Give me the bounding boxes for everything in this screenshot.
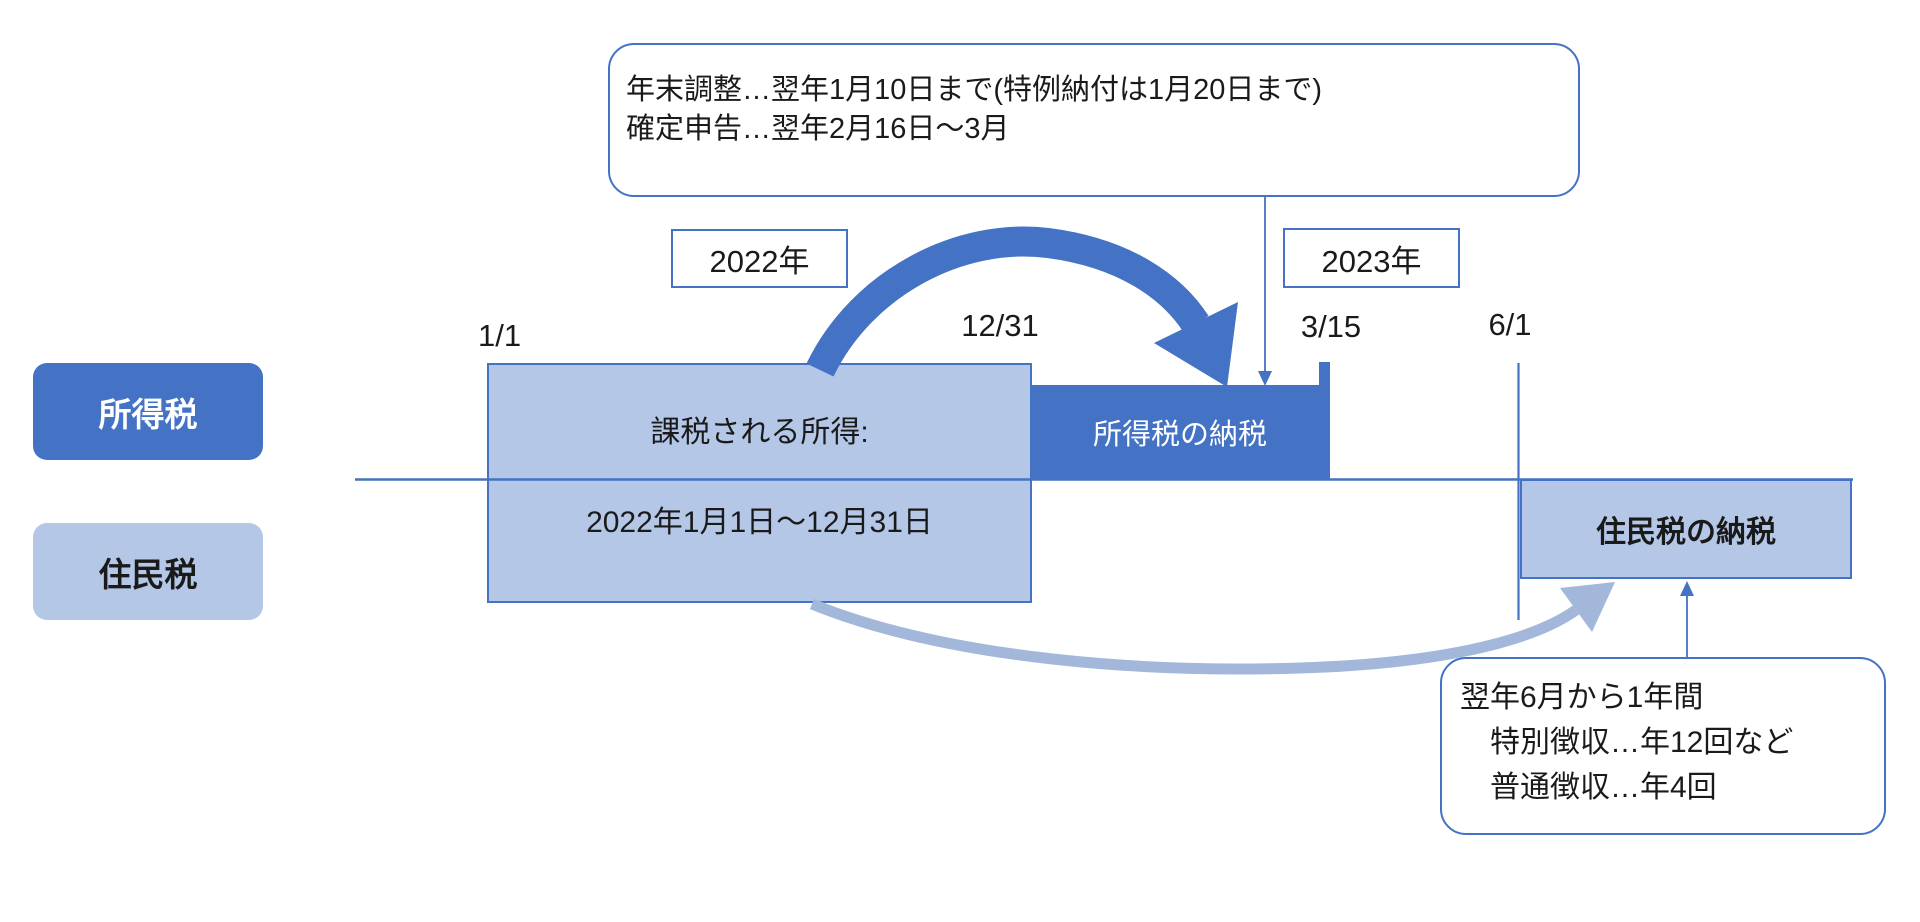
ordinary-collection-line: 普通徴収…年4回 (1460, 771, 1717, 804)
resident-tax-curved-arrow (809, 598, 1580, 675)
tick-label-jun1: 6/1 (1488, 307, 1532, 342)
year-badge-2022-label: 2022年 (709, 244, 810, 279)
special-collection-line: 特別徴収…年12回など (1460, 726, 1794, 759)
taxable-income-period: 2022年1月1日〜12月31日 (586, 506, 933, 539)
resident-tax-payment-box: 住民税の納税 (1520, 479, 1852, 579)
resident-tax-payment-label: 住民税の納税 (1596, 516, 1776, 549)
tick-label-mar15: 3/15 (1300, 309, 1362, 344)
income-tax-curved-arrow-head (1154, 302, 1238, 387)
row-label-income-tax: 所得税 (33, 363, 263, 460)
income-tax-payment-box: 所得税の納税 (1030, 385, 1330, 479)
row-label-resident-tax: 住民税 (33, 523, 263, 620)
taxable-income-box: 課税される所得: 2022年1月1日〜12月31日 (487, 363, 1032, 603)
income-tax-payment-label: 所得税の納税 (1092, 419, 1267, 451)
mar15-tick-mark (1319, 362, 1330, 388)
bottom-callout-connector-arrowhead (1680, 581, 1694, 596)
tick-label-dec31: 12/31 (961, 308, 1039, 343)
taxable-income-title: 課税される所得: (650, 416, 869, 449)
year-badge-2023-label: 2023年 (1321, 243, 1422, 279)
year-badge-2022: 2022年 (671, 229, 848, 288)
year-end-adjustment-callout: 年末調整…翌年1月10日まで(特例納付は1月20日まで) 確定申告…翌年2月16… (608, 43, 1580, 197)
final-return-line: 確定申告…翌年2月16日〜3月 (626, 113, 1010, 145)
tick-label-jan1: 1/1 (478, 318, 522, 353)
resident-tax-curved-arrow-head (1560, 582, 1615, 632)
row-label-resident-tax-text: 住民税 (98, 555, 198, 593)
income-tax-curved-arrow (806, 226, 1209, 377)
year-end-adjustment-line: 年末調整…翌年1月10日まで(特例納付は1月20日まで) (626, 74, 1323, 106)
resident-tax-collection-callout: 翌年6月から1年間 特別徴収…年12回など 普通徴収…年4回 (1440, 657, 1886, 835)
top-callout-connector-arrowhead (1258, 371, 1272, 386)
year-badge-2023: 2023年 (1283, 228, 1460, 288)
resident-tax-period-line: 翌年6月から1年間 (1460, 681, 1704, 714)
row-label-income-tax-text: 所得税 (98, 395, 198, 433)
